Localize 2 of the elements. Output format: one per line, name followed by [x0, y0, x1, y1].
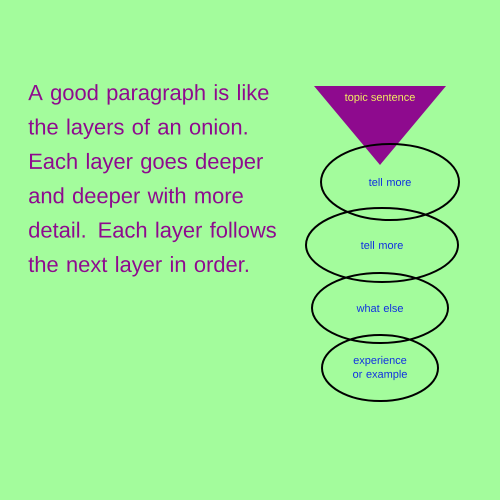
triangle: topic sentence — [314, 86, 446, 165]
paragraph: A good paragraph is like the layers of an onion. Each layer goes deeper and deeper with more detail. Each layer follows the next layer in order. — [28, 84, 276, 276]
